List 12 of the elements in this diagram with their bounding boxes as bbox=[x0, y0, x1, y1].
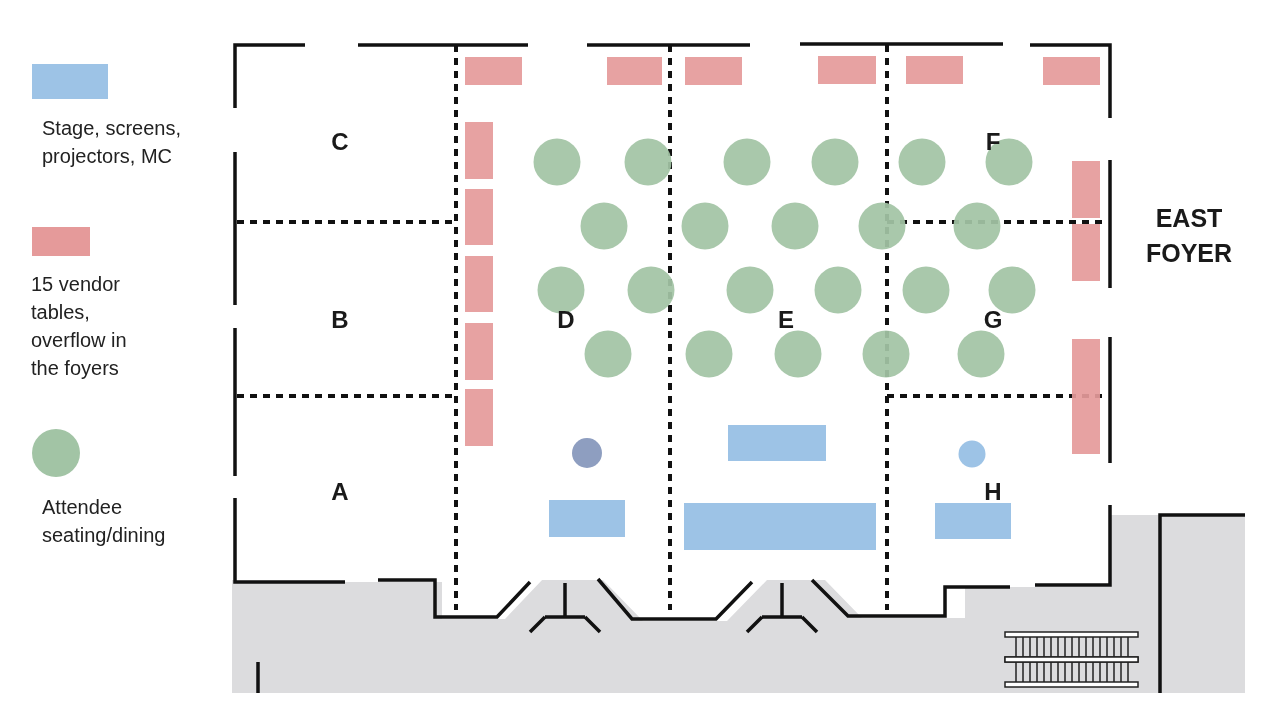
legend-text: Attendee seating/dining bbox=[42, 495, 167, 548]
room-letter: B bbox=[331, 306, 349, 334]
room-letter: E bbox=[778, 306, 794, 334]
room-letter: H bbox=[984, 478, 1002, 506]
room-letter: F bbox=[985, 128, 1001, 156]
room-letter: C bbox=[331, 128, 349, 156]
legend-text: 15 vendor tables, overflow in the foyers bbox=[31, 272, 128, 381]
room-letter: D bbox=[557, 306, 575, 334]
foyer-label: EAST FOYER bbox=[1144, 203, 1234, 269]
room-letter: A bbox=[331, 478, 349, 506]
legend-text: Stage, screens, projectors, MC bbox=[42, 116, 182, 169]
room-letter: G bbox=[983, 306, 1003, 334]
